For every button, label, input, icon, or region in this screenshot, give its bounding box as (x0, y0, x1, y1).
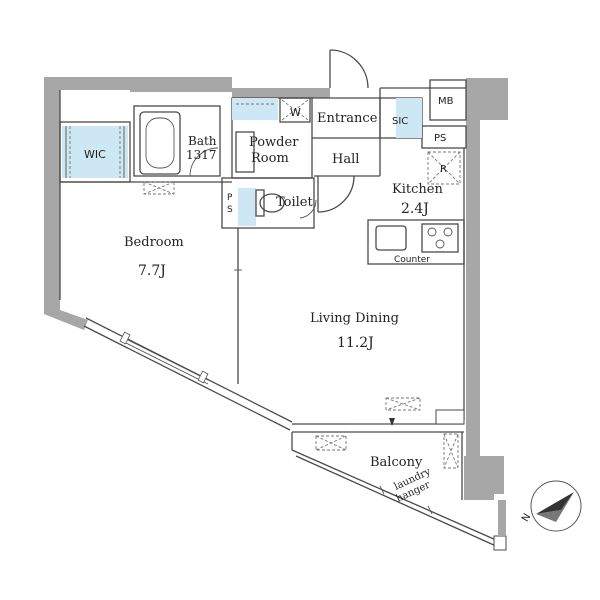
wall-right-lower (464, 456, 504, 500)
compass-north-arrow-icon (536, 492, 574, 514)
washer-label: W (290, 106, 301, 119)
kitchen-counter (367, 219, 465, 265)
bedroom-ac (143, 181, 175, 195)
balcony-label: Balcony (370, 455, 423, 470)
bath-label: Bath (188, 134, 217, 148)
exterior-walls (44, 77, 508, 500)
kitchen-size-label: 2.4J (401, 201, 429, 217)
bedroom-label: Bedroom (124, 235, 184, 250)
ps-left-label-2: S (227, 205, 233, 215)
compass-north-label: N (520, 512, 533, 524)
powder-storage (232, 98, 278, 226)
wic-closet (62, 126, 128, 178)
living-dining-size-label: 11.2J (337, 335, 374, 351)
doors (189, 49, 369, 219)
hall-label: Hall (332, 152, 359, 167)
washer-box (279, 97, 311, 123)
entrance-label: Entrance (317, 111, 378, 126)
mb-label: MB (438, 96, 454, 107)
bathtub (139, 111, 181, 175)
ps-left-label-1: P (227, 193, 233, 203)
kitchen-label: Kitchen (392, 182, 443, 197)
bath-size-label: 1317 (186, 148, 217, 162)
wall-left-top (44, 77, 130, 300)
powder-room-label-1: Powder (249, 135, 299, 150)
wall-top-middle (232, 88, 330, 98)
refrigerator-label: R (440, 164, 447, 175)
sic-label: SIC (392, 116, 408, 127)
counter-label: Counter (394, 255, 430, 265)
refrigerator-space (427, 151, 461, 185)
powder-room-label-2: Room (251, 151, 289, 166)
vanity-sink (235, 131, 255, 173)
ps-top-label: PS (434, 133, 446, 144)
living-dining-label: Living Dining (310, 311, 399, 326)
compass: N (520, 480, 582, 532)
toilet-fixture (255, 189, 285, 217)
balcony (291, 432, 507, 551)
diagonal-window-wall (83, 317, 293, 431)
wall-right-top (466, 78, 508, 460)
wall-top-left (44, 77, 232, 92)
sic-closet (396, 98, 422, 138)
toilet-label: Toilet (276, 195, 313, 210)
living-ac (385, 397, 421, 426)
bedroom-size-label: 7.7J (138, 263, 166, 279)
room-labels: WIC Bath 1317 Powder Room W Entrance SIC… (84, 96, 454, 505)
wic-label: WIC (84, 148, 106, 161)
wall-left-lower (44, 300, 88, 330)
